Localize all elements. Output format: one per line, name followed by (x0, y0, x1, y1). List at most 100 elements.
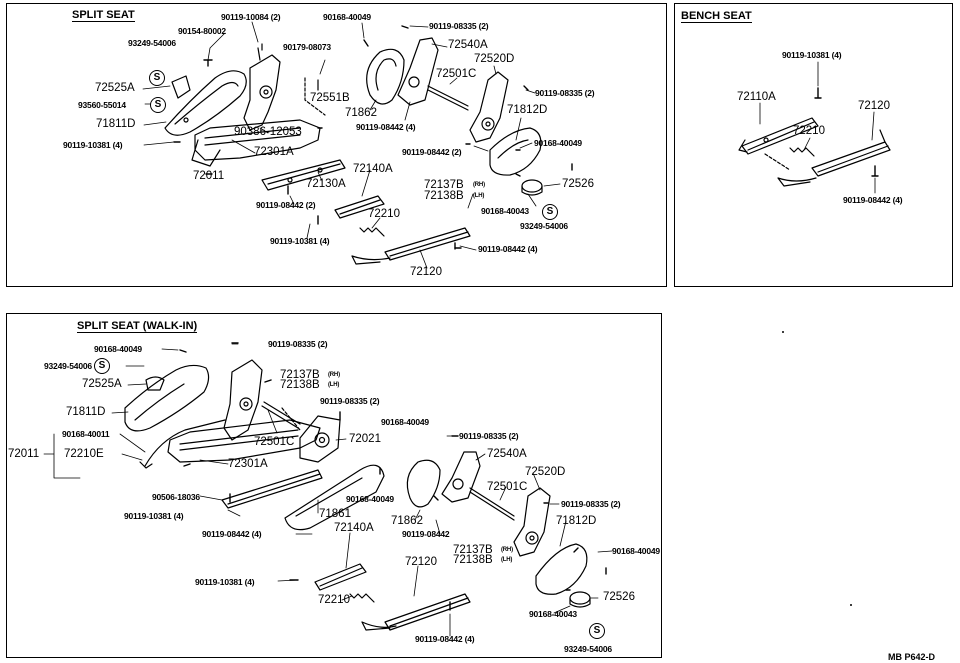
part-label: 72137B (280, 369, 320, 381)
walk-knob-72526 (569, 591, 591, 605)
part-label: 90168-40049 (612, 546, 660, 556)
part-label: 90119-08442 (2) (256, 200, 316, 210)
part-label: 90154-80002 (178, 26, 226, 36)
part-label: 72520D (525, 466, 566, 478)
part-label: 72120 (410, 266, 442, 278)
bracket-72540a (397, 37, 439, 106)
part-label: 72137B (424, 179, 464, 191)
part-label: 72540A (448, 39, 488, 51)
s-symbol-icon: S (94, 358, 110, 374)
part-label: 90119-08335 (2) (268, 339, 328, 349)
rod-72501c (427, 85, 469, 111)
part-label-side: (RH) (473, 182, 485, 188)
part-label: 72138B (424, 190, 464, 202)
bolt-icons (173, 25, 573, 250)
part-label: 93560-55014 (78, 100, 126, 110)
part-label-side: (LH) (501, 557, 513, 563)
spring-72210 (359, 227, 385, 237)
part-label: 71862 (345, 107, 377, 119)
part-label: 72210 (318, 594, 350, 606)
bench-bolt-icons (814, 87, 879, 177)
walk-spring-72210 (349, 593, 375, 603)
part-label: 72120 (405, 556, 437, 568)
part-label: 90119-10381 (4) (782, 50, 842, 60)
part-label-side: (RH) (501, 547, 513, 553)
split-seat-panel (6, 3, 667, 287)
part-label: 90168-40011 (62, 429, 110, 439)
part-label: 93249-54006 (128, 38, 176, 48)
part-label: 72501C (487, 481, 528, 493)
part-label: 71812D (556, 515, 597, 527)
s-symbol-icon: S (542, 204, 558, 220)
part-label: 93249-54006 (44, 361, 92, 371)
walk-side-panel-71861 (284, 464, 385, 531)
part-label: 90119-08335 (2) (535, 88, 595, 98)
walk-cable-72210e (144, 419, 226, 467)
part-label: 90168-40049 (534, 138, 582, 148)
recliner-72301a (243, 54, 281, 131)
part-label: 72526 (603, 591, 635, 603)
part-label: 90119-08335 (2) (320, 396, 380, 406)
part-label: 90119-08335 (2) (459, 431, 519, 441)
part-label: 72540A (487, 448, 527, 460)
bench-seat-panel (674, 3, 953, 287)
part-label: 90119-08442 (402, 529, 450, 539)
walk-rod-72501c-b (469, 487, 515, 521)
part-label: 71812D (507, 104, 548, 116)
walk-knob-72525a (145, 376, 165, 391)
release-bar (351, 255, 391, 265)
split-seat-title: SPLIT SEAT (72, 9, 135, 22)
rail-72140a (334, 195, 385, 219)
rail-72120 (384, 227, 471, 261)
part-label: 90179-08073 (283, 42, 331, 52)
knob-72525a (171, 75, 191, 99)
part-label: 72210E (64, 448, 104, 460)
part-label: 90119-10381 (4) (195, 577, 255, 587)
part-label: 72120 (858, 100, 890, 112)
part-label: 72301A (254, 146, 294, 158)
part-label: 72021 (349, 433, 381, 445)
part-label: 72138B (453, 554, 493, 566)
walk-arm-72520d (513, 487, 551, 557)
bench-seat-title: BENCH SEAT (681, 10, 752, 23)
part-label: 72210 (793, 125, 825, 137)
part-label: 90119-10381 (4) (124, 511, 184, 521)
part-label: 90119-08335 (2) (561, 499, 621, 509)
part-label: 72525A (95, 82, 135, 94)
part-label: 72110A (737, 91, 776, 103)
part-label-side: (LH) (328, 382, 340, 388)
part-label: 90168-40049 (323, 12, 371, 22)
part-label: 90119-10381 (4) (270, 236, 330, 246)
part-label: 72501C (436, 68, 477, 80)
part-label: 72130A (306, 178, 346, 190)
walk-seat-frame (167, 419, 321, 463)
slide-rail-72130a (261, 159, 346, 191)
part-label: 71862 (391, 515, 423, 527)
part-label: 72137B (453, 544, 493, 556)
part-label: 93249-54006 (564, 644, 612, 654)
walk-leader-lines (43, 343, 613, 637)
walk-rail-72140a (314, 563, 367, 591)
part-label: 72138B (280, 379, 320, 391)
part-label-side: (LH) (473, 193, 485, 199)
part-label: 72011 (193, 170, 225, 182)
s-symbol-icon: S (150, 97, 166, 113)
seat-cover-71811d (164, 70, 247, 136)
part-label: 90119-08442 (2) (402, 147, 462, 157)
side-cover-71812d (489, 127, 542, 176)
part-label: 72140A (334, 522, 374, 534)
part-label: 90119-10381 (4) (63, 140, 123, 150)
part-label: 90119-08442 (4) (478, 244, 538, 254)
part-label: 90168-40043 (481, 206, 529, 216)
knob-72526 (521, 179, 543, 193)
part-label: 90386-12053 (234, 126, 302, 138)
part-label: 72011 (8, 448, 40, 460)
stray-mark (850, 604, 852, 606)
stray-mark (782, 331, 784, 333)
walk-recliner (223, 359, 263, 441)
part-label: 72551B (310, 92, 350, 104)
part-label: 71811D (96, 118, 136, 130)
part-label: 72210 (368, 208, 400, 220)
part-label: 72140A (353, 163, 393, 175)
